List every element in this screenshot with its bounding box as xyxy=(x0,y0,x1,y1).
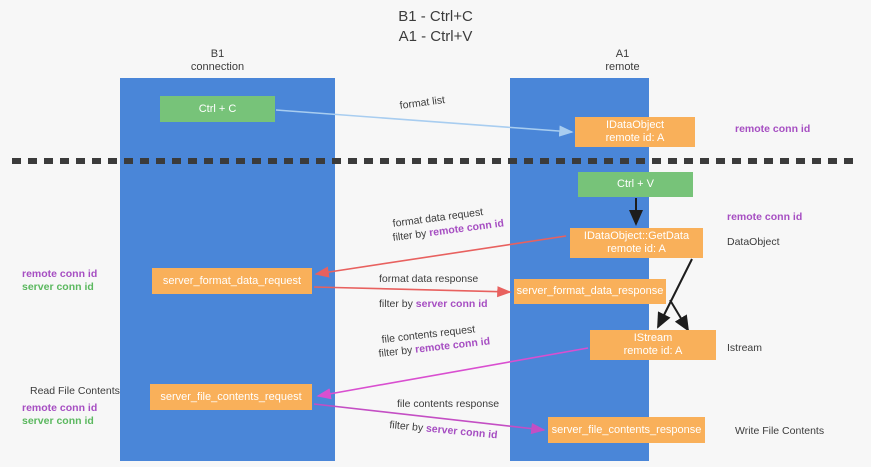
box-idataobject-line2: remote id: A xyxy=(605,132,665,144)
title-line-1: B1 - Ctrl+C xyxy=(398,8,473,25)
annotation-remote-conn-id-left-mid: remote conn id xyxy=(22,268,98,280)
box-ctrl-v-label: Ctrl + V xyxy=(617,178,654,190)
annotation-istream: Istream xyxy=(727,342,763,354)
box-server-format-data-request[interactable]: server_format_data_request xyxy=(152,268,312,294)
edge-format-data-request xyxy=(314,235,567,278)
phase-divider xyxy=(12,158,859,164)
page-title: B1 - Ctrl+C A1 - Ctrl+V xyxy=(0,7,871,47)
box-ctrl-v[interactable]: Ctrl + V xyxy=(578,172,693,197)
box-idataobject[interactable]: IDataObject remote id: A xyxy=(575,117,695,147)
annotation-left-conn-ids-bottom: remote conn id server conn id xyxy=(22,402,97,428)
box-idataobject-getdata[interactable]: IDataObject::GetData remote id: A xyxy=(570,228,703,258)
title-line-2: A1 - Ctrl+V xyxy=(398,28,473,45)
filter-prefix: filter by xyxy=(388,419,427,435)
box-getdata-line1: IDataObject::GetData xyxy=(583,230,690,242)
edge-format-list xyxy=(275,109,574,137)
box-server-file-contents-request[interactable]: server_file_contents_request xyxy=(150,384,312,410)
edge-file-contents-request xyxy=(316,347,589,400)
annotation-server-conn-id-left-mid: server conn id xyxy=(22,281,94,293)
box-istream[interactable]: IStream remote id: A xyxy=(590,330,716,360)
annotation-left-conn-ids-mid: remote conn id server conn id xyxy=(22,268,97,294)
column-header-b1-name: B1 xyxy=(210,48,225,60)
box-server-format-data-request-label: server_format_data_request xyxy=(162,274,302,287)
column-header-a1-name: A1 xyxy=(615,48,630,60)
edge-label-format-data-response-filter: filter by server conn id xyxy=(379,298,488,311)
annotation-write-file-contents: Write File Contents xyxy=(735,425,825,437)
edge-label-file-contents-response: file contents response xyxy=(397,398,500,410)
column-header-a1: A1 remote xyxy=(560,48,685,74)
box-server-format-data-response-label: server_format_data_response xyxy=(516,285,664,297)
box-server-format-data-response[interactable]: server_format_data_response xyxy=(514,279,666,304)
column-header-b1: B1 connection xyxy=(155,48,280,74)
box-ctrl-c-label: Ctrl + C xyxy=(198,102,237,115)
edge-label-format-data-response: format data response xyxy=(379,273,479,285)
box-server-file-contents-response[interactable]: server_file_contents_response xyxy=(548,417,705,443)
box-server-file-contents-request-label: server_file_contents_request xyxy=(160,390,302,403)
column-header-b1-role: connection xyxy=(190,61,245,73)
box-istream-line1: IStream xyxy=(633,332,673,344)
box-istream-line2: remote id: A xyxy=(623,345,683,357)
annotation-remote-conn-id-left-bottom: remote conn id xyxy=(22,402,98,414)
box-getdata-line2: remote id: A xyxy=(607,243,666,255)
box-ctrl-c[interactable]: Ctrl + C xyxy=(160,96,275,122)
annotation-remote-conn-id-top: remote conn id xyxy=(735,123,811,135)
box-server-file-contents-response-label: server_file_contents_response xyxy=(551,423,702,436)
box-idataobject-line1: IDataObject xyxy=(605,119,665,131)
edge-file-contents-response xyxy=(313,403,546,435)
annotation-remote-conn-id-mid: remote conn id xyxy=(727,211,803,223)
filter-key: server conn id xyxy=(415,298,488,310)
annotation-server-conn-id-left-bottom: server conn id xyxy=(22,415,94,427)
filter-prefix: filter by xyxy=(379,298,416,310)
annotation-dataobject: DataObject xyxy=(727,236,780,248)
column-header-a1-role: remote xyxy=(605,61,640,73)
edge-format-data-response xyxy=(313,286,512,298)
annotation-read-file-contents: Read File Contents xyxy=(30,385,120,397)
edge-getdata-to-istream xyxy=(657,258,693,329)
edge-format-response-to-istream xyxy=(669,299,690,332)
